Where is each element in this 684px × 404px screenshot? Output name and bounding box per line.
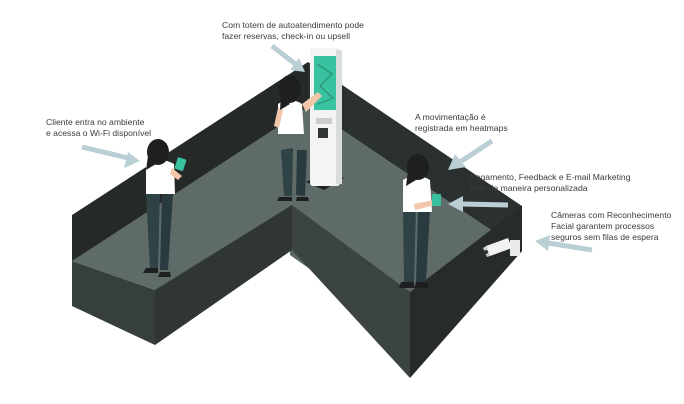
annotation-camera: Câmeras com Reconhecimento Facial garant…	[551, 210, 671, 243]
annotation-wifi: Cliente entra no ambiente e acessa o Wi-…	[46, 117, 151, 139]
phone-icon	[432, 194, 441, 206]
arrow-kiosk	[270, 44, 305, 72]
arrow-camera	[535, 235, 593, 253]
annotation-line: Com totem de autoatendimento pode	[222, 20, 364, 30]
arrow-payment	[448, 196, 509, 212]
arrow-wifi	[81, 144, 140, 168]
annotation-payment: Pagamento, Feedback e E-mail Marketing f…	[470, 172, 631, 194]
phone-icon	[174, 157, 187, 171]
annotation-line: Câmeras com Reconhecimento	[551, 210, 672, 220]
annotation-line: Facial garantem processos	[551, 221, 655, 231]
security-camera-icon	[483, 238, 520, 257]
annotation-line: A movimentação é	[415, 112, 486, 122]
annotation-kiosk: Com totem de autoatendimento pode fazer …	[222, 20, 364, 42]
annotation-line: registrada em heatmaps	[415, 123, 508, 133]
kiosk-totem	[306, 48, 344, 190]
annotation-line: e acessa o Wi-Fi disponível	[46, 128, 152, 138]
annotation-line: feito de maneira personalizada	[470, 183, 588, 193]
annotation-line: seguros sem filas de espera	[551, 232, 659, 242]
annotation-line: fazer reservas, check-in ou upsell	[222, 31, 351, 41]
woman-with-phone-left	[143, 139, 187, 277]
woman-at-kiosk	[274, 75, 322, 201]
front-wall-inner	[292, 205, 410, 378]
arrow-heatmap	[448, 138, 494, 170]
annotation-line: Pagamento, Feedback e E-mail Marketing	[470, 172, 631, 182]
annotation-line: Cliente entra no ambiente	[46, 117, 145, 127]
back-wall-left	[72, 62, 308, 261]
woman-with-phone-right	[399, 154, 441, 288]
front-wall-left	[72, 261, 155, 345]
front-wall-mid	[155, 205, 292, 345]
annotation-heatmap: A movimentação é registrada em heatmaps	[415, 112, 508, 134]
